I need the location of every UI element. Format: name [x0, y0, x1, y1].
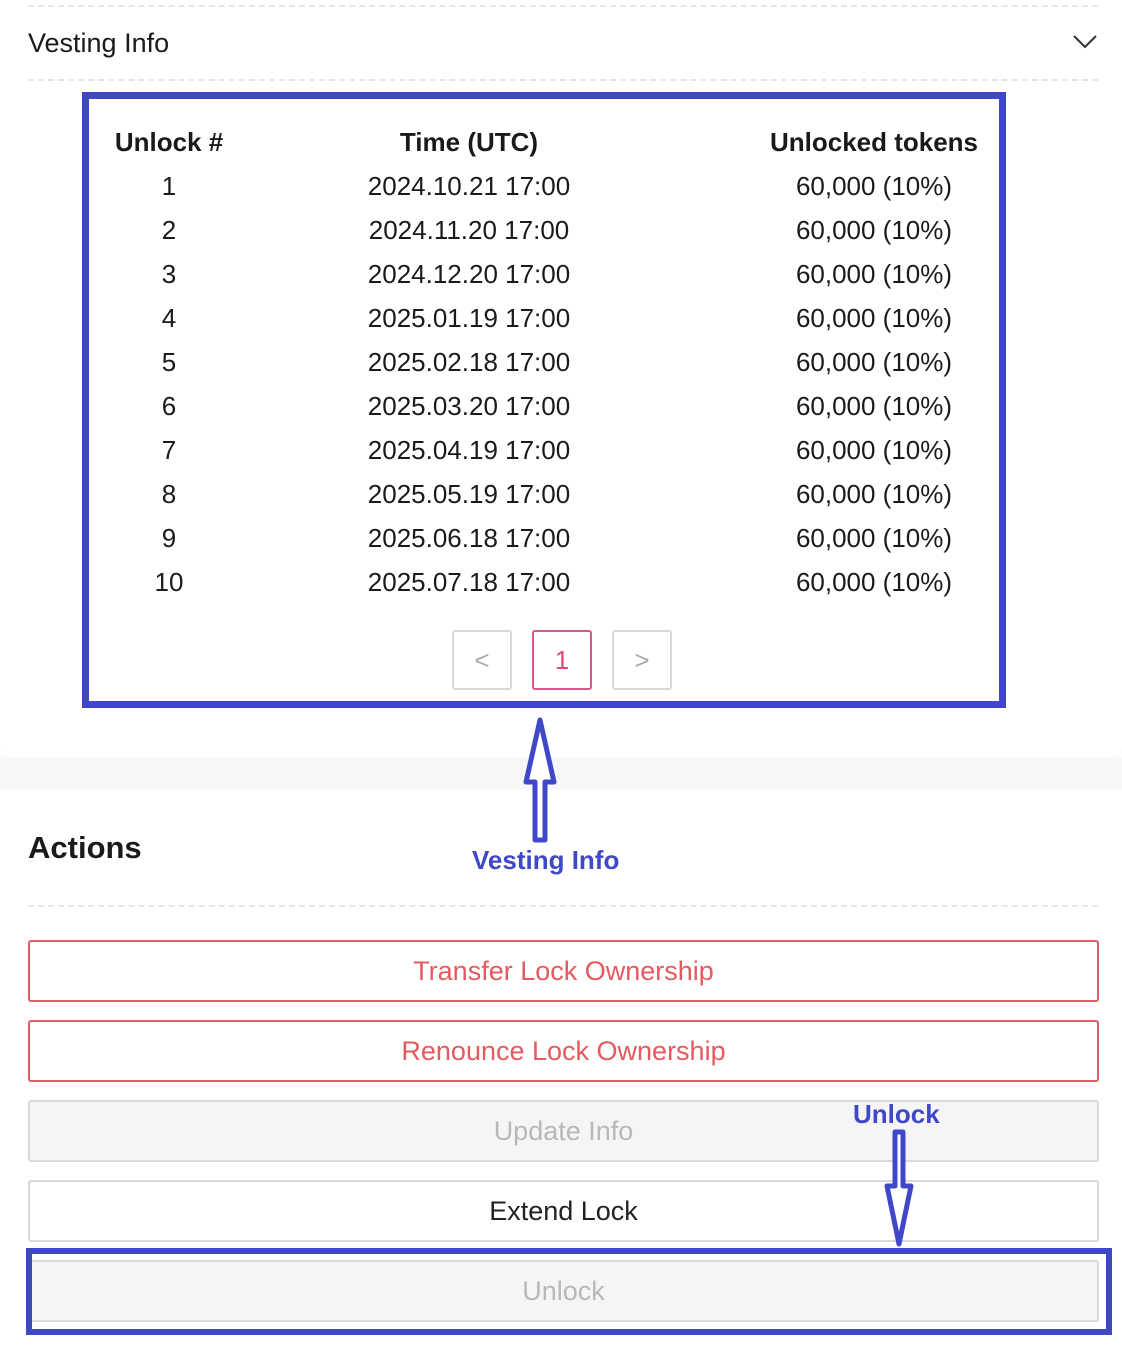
unlock-number: 3 — [161, 259, 177, 289]
header-time: Time (UTC) — [399, 127, 539, 157]
prev-page-button[interactable]: < — [452, 630, 512, 690]
unlock-number: 8 — [161, 479, 177, 509]
table-row: 6 2025.03.20 17:00 60,000 (10%) — [89, 391, 999, 435]
extend-lock-button[interactable]: Extend Lock — [28, 1180, 1099, 1242]
table-row: 3 2024.12.20 17:00 60,000 (10%) — [89, 259, 999, 303]
table-header: Unlock # Time (UTC) Unlocked tokens — [89, 127, 999, 171]
unlock-number: 10 — [154, 567, 184, 597]
table-row: 8 2025.05.19 17:00 60,000 (10%) — [89, 479, 999, 523]
unlock-time: 2024.12.20 17:00 — [367, 259, 571, 289]
unlocked-tokens: 60,000 (10%) — [795, 303, 953, 333]
unlocked-tokens: 60,000 (10%) — [795, 215, 953, 245]
unlock-time: 2024.11.20 17:00 — [368, 215, 570, 245]
unlock-number: 7 — [161, 435, 177, 465]
update-info-button[interactable]: Update Info — [28, 1100, 1099, 1162]
transfer-lock-ownership-button[interactable]: Transfer Lock Ownership — [28, 940, 1099, 1002]
unlock-number: 5 — [161, 347, 177, 377]
unlock-number: 2 — [161, 215, 177, 245]
unlock-time: 2024.10.21 17:00 — [367, 171, 571, 201]
unlock-time: 2025.07.18 17:00 — [367, 567, 571, 597]
unlock-time: 2025.01.19 17:00 — [367, 303, 571, 333]
unlock-number: 4 — [161, 303, 177, 333]
unlocked-tokens: 60,000 (10%) — [795, 523, 953, 553]
unlock-annotation: Unlock — [853, 1099, 940, 1129]
table-row: 2 2024.11.20 17:00 60,000 (10%) — [89, 215, 999, 259]
unlock-time: 2025.05.19 17:00 — [367, 479, 571, 509]
unlock-button[interactable]: Unlock — [28, 1260, 1099, 1322]
header-unlock-number: Unlock # — [114, 127, 224, 157]
chevron-down-icon[interactable] — [1072, 28, 1098, 54]
unlocked-tokens: 60,000 (10%) — [795, 259, 953, 289]
unlocked-tokens: 60,000 (10%) — [795, 567, 953, 597]
table-row: 7 2025.04.19 17:00 60,000 (10%) — [89, 435, 999, 479]
actions-title: Actions — [28, 830, 142, 865]
renounce-lock-ownership-button[interactable]: Renounce Lock Ownership — [28, 1020, 1099, 1082]
divider — [28, 79, 1098, 81]
unlock-highlight — [26, 1248, 1112, 1335]
divider — [28, 5, 1098, 7]
arrow-up-annotation — [523, 717, 557, 843]
page-1-button[interactable]: 1 — [532, 630, 592, 690]
divider — [28, 905, 1098, 907]
next-page-button[interactable]: > — [612, 630, 672, 690]
unlocked-tokens: 60,000 (10%) — [795, 479, 953, 509]
table-row: 9 2025.06.18 17:00 60,000 (10%) — [89, 523, 999, 567]
table-row: 4 2025.01.19 17:00 60,000 (10%) — [89, 303, 999, 347]
unlocked-tokens: 60,000 (10%) — [795, 435, 953, 465]
unlock-time: 2025.04.19 17:00 — [367, 435, 571, 465]
unlocked-tokens: 60,000 (10%) — [795, 391, 953, 421]
unlock-number: 6 — [161, 391, 177, 421]
unlock-time: 2025.02.18 17:00 — [367, 347, 571, 377]
unlocked-tokens: 60,000 (10%) — [795, 171, 953, 201]
vesting-table-highlight: Unlock # Time (UTC) Unlocked tokens 1 202… — [82, 92, 1006, 708]
unlock-time: 2025.03.20 17:00 — [367, 391, 571, 421]
section-gap — [0, 757, 1122, 790]
table-row: 5 2025.02.18 17:00 60,000 (10%) — [89, 347, 999, 391]
unlocked-tokens: 60,000 (10%) — [795, 347, 953, 377]
table-row: 10 2025.07.18 17:00 60,000 (10%) — [89, 567, 999, 611]
table-row: 1 2024.10.21 17:00 60,000 (10%) — [89, 171, 999, 215]
unlock-number: 9 — [161, 523, 177, 553]
vesting-info-annotation: Vesting Info — [472, 845, 620, 875]
arrow-down-annotation — [884, 1129, 914, 1247]
vesting-info-title[interactable]: Vesting Info — [28, 28, 170, 58]
unlock-number: 1 — [161, 171, 177, 201]
header-unlocked-tokens: Unlocked tokens — [769, 127, 979, 157]
unlock-time: 2025.06.18 17:00 — [367, 523, 571, 553]
